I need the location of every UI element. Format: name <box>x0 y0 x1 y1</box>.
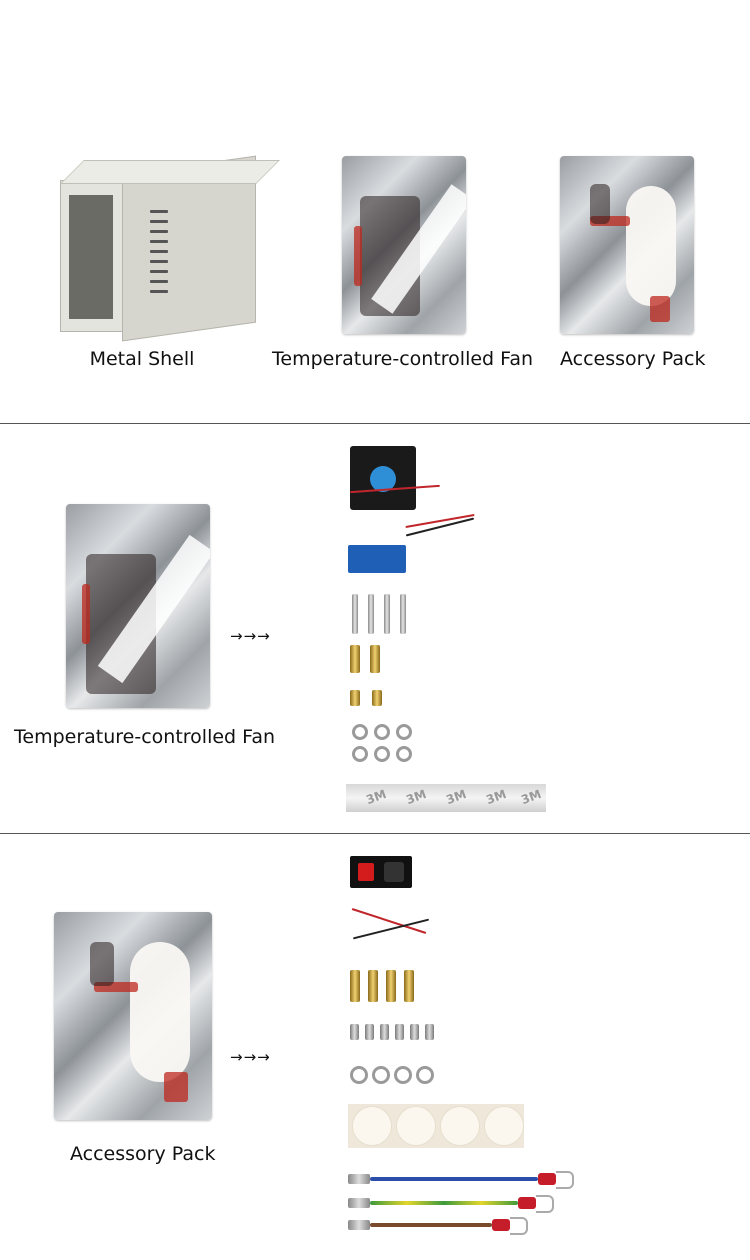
brass-standoff-icon <box>368 970 378 1002</box>
thermostat-board-icon <box>348 545 406 573</box>
shell-opening <box>69 195 113 319</box>
long-screw-icon <box>352 594 358 634</box>
nut-icon <box>396 746 412 762</box>
fan-section-label: Temperature-controlled Fan <box>14 726 276 748</box>
bag-contents <box>590 184 610 224</box>
screw-icon <box>365 1024 374 1040</box>
blue-lead <box>370 1177 538 1181</box>
nut-icon <box>352 746 368 762</box>
bag-wire <box>590 216 630 226</box>
screw-icon <box>395 1024 404 1040</box>
nut-icon <box>416 1066 434 1084</box>
nut-icon <box>394 1066 412 1084</box>
rubber-foot-icon <box>484 1106 524 1146</box>
short-screw-icon <box>350 690 360 706</box>
metal-shell-label: Metal Shell <box>89 348 195 370</box>
vent-slot <box>150 280 168 283</box>
adhesive-tape-icon: 3M 3M 3M 3M 3M <box>346 784 546 812</box>
bag-foam <box>626 186 676 306</box>
fork-terminal <box>556 1171 574 1189</box>
brass-standoff-icon <box>404 970 414 1002</box>
vent-slot <box>150 240 168 243</box>
vent-slot <box>150 210 168 213</box>
green-yellow-lead <box>370 1201 518 1205</box>
vent-slot <box>150 260 168 263</box>
vent-slot <box>150 270 168 273</box>
screw-icon <box>380 1024 389 1040</box>
arrow-icon: →→→ <box>230 1048 271 1066</box>
spade-terminal <box>348 1198 370 1208</box>
inlet-socket <box>384 862 404 882</box>
accessory-section-label: Accessory Pack <box>70 1143 216 1165</box>
tape-mark: 3M <box>519 786 544 808</box>
screw-icon <box>425 1024 434 1040</box>
fork-terminal <box>536 1195 554 1213</box>
fan-bag-image <box>66 504 210 708</box>
bag-wire <box>354 226 362 286</box>
brown-lead <box>370 1223 492 1227</box>
bag-terminal <box>650 296 670 322</box>
spade-terminal <box>348 1174 370 1184</box>
nut-icon <box>352 724 368 740</box>
bag-terminal <box>164 1072 188 1102</box>
red-terminal <box>518 1197 536 1209</box>
long-screw-icon <box>400 594 406 634</box>
nut-icon <box>374 746 390 762</box>
fork-terminal <box>510 1217 528 1235</box>
long-screw-icon <box>384 594 390 634</box>
brass-standoff-icon <box>386 970 396 1002</box>
tape-mark: 3M <box>444 786 469 808</box>
tape-mark: 3M <box>484 786 509 808</box>
red-terminal <box>538 1173 556 1185</box>
fan-label: Temperature-controlled Fan <box>272 348 534 370</box>
nut-icon <box>350 1066 368 1084</box>
shell-top-panel <box>60 160 280 184</box>
brass-standoff-icon <box>350 645 360 673</box>
rubber-foot-icon <box>352 1106 392 1146</box>
tape-mark: 3M <box>364 786 389 808</box>
screw-icon <box>350 1024 359 1040</box>
bag-wire <box>82 584 90 644</box>
nut-icon <box>374 724 390 740</box>
vent-slot <box>150 230 168 233</box>
nut-icon <box>372 1066 390 1084</box>
accessory-bag-image <box>54 912 212 1120</box>
brass-standoff-icon <box>350 970 360 1002</box>
accessory-bag-image <box>560 156 694 334</box>
fan-icon <box>350 446 416 510</box>
bag-contents <box>90 942 114 986</box>
arrow-icon: →→→ <box>230 627 271 645</box>
shell-front-panel <box>60 180 124 332</box>
rubber-foot-icon <box>396 1106 436 1146</box>
spade-terminal <box>348 1220 370 1230</box>
vent-slot <box>150 220 168 223</box>
vent-slot <box>150 250 168 253</box>
vent-slot <box>150 290 168 293</box>
screw-icon <box>410 1024 419 1040</box>
short-screw-icon <box>372 690 382 706</box>
accessory-label: Accessory Pack <box>560 348 706 370</box>
nut-icon <box>396 724 412 740</box>
brass-standoff-icon <box>370 645 380 673</box>
section-divider <box>0 423 750 424</box>
fan-bag-image <box>342 156 466 334</box>
bag-foam <box>130 942 190 1082</box>
section-divider <box>0 833 750 834</box>
bag-wire <box>94 982 138 992</box>
rubber-foot-icon <box>440 1106 480 1146</box>
power-inlet-switch-icon <box>350 856 412 888</box>
tape-mark: 3M <box>404 786 429 808</box>
long-screw-icon <box>368 594 374 634</box>
rocker-switch <box>358 863 374 881</box>
red-terminal <box>492 1219 510 1231</box>
